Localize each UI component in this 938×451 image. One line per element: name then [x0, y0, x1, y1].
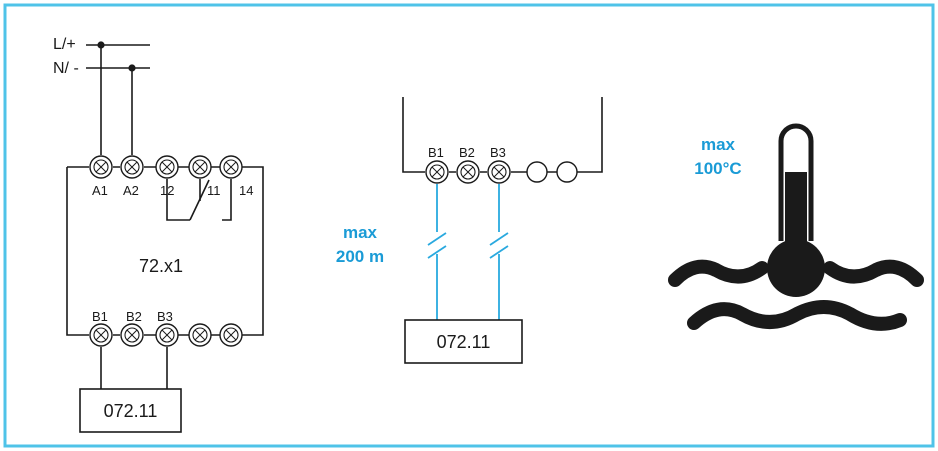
- bottom-terminal-b2: [120, 323, 144, 347]
- mid-terminal-b3: [487, 160, 511, 184]
- terminal-label-a1: A1: [92, 183, 108, 198]
- top-terminal-a1: [89, 155, 113, 179]
- distance-value-label: 200 m: [336, 247, 384, 266]
- terminal-label-b1: B1: [92, 309, 108, 324]
- terminal-label-b2: B2: [126, 309, 142, 324]
- extension-distance-diagram: B1 B2 B3 max 200 m 072.11: [336, 97, 603, 364]
- temperature-value-label: 100°C: [694, 159, 741, 178]
- cable-break-mark-b1b: [427, 245, 447, 259]
- temperature-max-label: max: [701, 135, 736, 154]
- mid-terminal-b1: [425, 160, 449, 184]
- relay-module-outline: [66, 166, 264, 336]
- mid-terminal-empty-2: [556, 161, 578, 183]
- mid-terminal-label-b2: B2: [459, 145, 475, 160]
- top-terminal-14: [219, 155, 243, 179]
- relay-wiring-diagram: L/+ N/ - A1: [53, 36, 264, 433]
- terminal-label-b3: B3: [157, 309, 173, 324]
- sensor-box: [79, 388, 182, 433]
- top-terminal-a2: [120, 155, 144, 179]
- terminal-label-11: 11: [207, 183, 221, 198]
- sensor-label: 072.11: [104, 401, 158, 421]
- top-terminal-11: [188, 155, 212, 179]
- device-label: 72.x1: [139, 256, 183, 276]
- mid-sensor-label: 072.11: [437, 332, 491, 352]
- mid-sensor-box: [404, 319, 523, 364]
- max-temperature-indicator: max 100°C: [668, 123, 924, 331]
- mid-terminal-label-b1: B1: [428, 145, 444, 160]
- mid-terminal-empty-1: [526, 161, 548, 183]
- supply-minus-label: N/ -: [53, 60, 79, 77]
- thermometer-in-water-icon: [668, 123, 924, 331]
- mid-terminal-b2: [456, 160, 480, 184]
- contact-no-path: [222, 179, 232, 221]
- top-terminal-12: [155, 155, 179, 179]
- cable-break-mark-b3a: [489, 232, 509, 246]
- contact-nc-path: [166, 179, 190, 221]
- bottom-terminal-4: [188, 323, 212, 347]
- terminal-label-14: 14: [239, 183, 253, 198]
- supply-plus-label: L/+: [53, 36, 76, 53]
- module-bottom-outline: [402, 97, 603, 173]
- bottom-terminal-b1: [89, 323, 113, 347]
- cable-break-mark-b3b: [489, 245, 509, 259]
- distance-max-label: max: [343, 223, 378, 242]
- bottom-terminal-5: [219, 323, 243, 347]
- terminal-label-a2: A2: [123, 183, 139, 198]
- bottom-terminal-b3: [155, 323, 179, 347]
- figure-frame: [3, 3, 935, 448]
- mid-terminal-label-b3: B3: [490, 145, 506, 160]
- cable-break-mark-b1a: [427, 232, 447, 246]
